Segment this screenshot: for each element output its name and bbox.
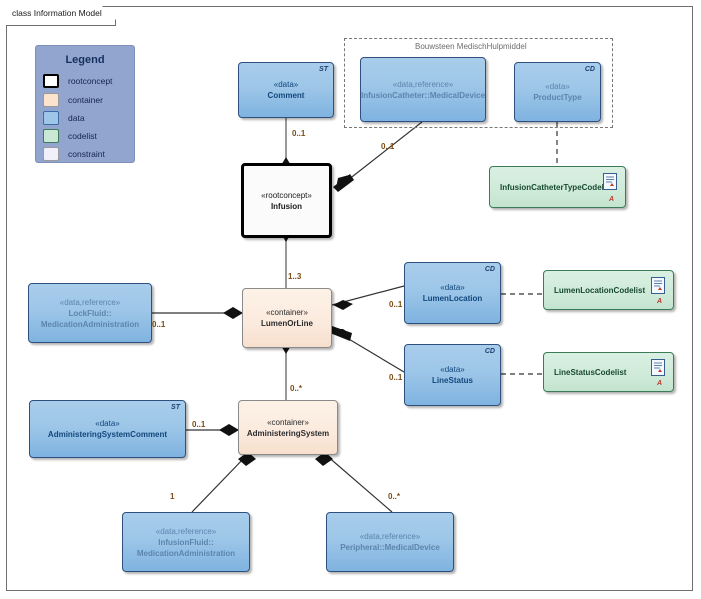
multiplicity-adminsystem-infusionfluid: 1: [170, 492, 175, 501]
multiplicity-lockfluid-lumen: 0..1: [152, 320, 166, 329]
class-peripheral[interactable]: «data,reference» Peripheral::MedicalDevi…: [326, 512, 454, 572]
diagram-title: class Information Model: [12, 8, 102, 18]
codelist-lumen-location-name: LumenLocationCodelist: [554, 285, 646, 295]
class-lock-fluid-stereotype: «data,reference»: [59, 297, 121, 307]
legend-item-container: container: [43, 93, 103, 107]
class-product-type[interactable]: CD «data» ProductType: [514, 62, 601, 122]
class-line-status-stereotype: «data»: [440, 365, 465, 374]
class-administering-system-comment-stereotype: «data»: [95, 419, 120, 428]
legend-label-rootconcept: rootconcept: [68, 76, 113, 86]
document-icon: [651, 277, 665, 294]
class-infusion-fluid[interactable]: «data,reference» InfusionFluid:: Medicat…: [122, 512, 250, 572]
legend-label-data: data: [68, 113, 85, 123]
multiplicity-lumen-location: 0..1: [389, 300, 403, 309]
class-administering-system-comment-name: AdministeringSystemComment: [47, 430, 168, 439]
class-infusion-catheter[interactable]: «data,reference» InfusionCatheter::Medic…: [360, 57, 486, 122]
legend-item-constraint: constraint: [43, 147, 105, 161]
codelist-swatch: [43, 129, 59, 143]
class-infusion-catheter-name: InfusionCatheter::MedicalDevice: [360, 90, 486, 100]
package-group-label: Bouwsteen MedischHulpmiddel: [415, 42, 527, 51]
class-administering-system-stereotype: «container»: [267, 417, 309, 427]
multiplicity-admincomment-adminsystem: 0..1: [192, 420, 206, 429]
class-infusion-name: Infusion: [270, 201, 303, 211]
multiplicity-comment-infusion: 0..1: [292, 129, 306, 138]
class-infusion-fluid-stereotype: «data,reference»: [155, 526, 217, 536]
legend-item-rootconcept: rootconcept: [43, 74, 112, 88]
class-line-status[interactable]: CD «data» LineStatus: [404, 344, 501, 406]
codelist-mark-a: A: [608, 196, 614, 203]
class-comment-name: Comment: [267, 91, 305, 100]
document-icon: [651, 359, 665, 376]
class-lumen-location-name: LumenLocation: [422, 294, 483, 303]
class-product-type-name: ProductType: [533, 93, 582, 102]
class-lumen-or-line-stereotype: «container»: [266, 308, 308, 317]
class-line-status-name: LineStatus: [432, 376, 473, 385]
data-swatch: [43, 111, 59, 125]
class-lumen-location-stereotype: «data»: [440, 283, 465, 292]
container-swatch: [43, 93, 59, 107]
multiplicity-catheter-infusion: 0..1: [381, 142, 395, 151]
class-peripheral-name: Peripheral::MedicalDevice: [340, 543, 440, 552]
class-administering-system-comment[interactable]: ST «data» AdministeringSystemComment: [29, 400, 186, 458]
class-administering-system-name: AdministeringSystem: [246, 428, 330, 438]
class-infusion-stereotype: «rootconcept»: [261, 190, 312, 200]
multiplicity-lumen-status: 0..1: [389, 373, 403, 382]
constraint-swatch: [43, 147, 59, 161]
class-lock-fluid-name-line1: LockFluid::: [68, 308, 112, 318]
package-group-bouwsteen: [344, 38, 613, 128]
legend-label-container: container: [68, 95, 103, 105]
multiplicity-adminsystem-peripheral: 0..*: [388, 492, 401, 501]
class-lock-fluid-name-line2: MedicationAdministration: [40, 319, 140, 329]
corner-marker-cd: CD: [484, 348, 495, 355]
multiplicity-lumen-adminsystem: 0..*: [290, 384, 303, 393]
legend-item-data: data: [43, 111, 85, 125]
class-infusion-fluid-name-line2: MedicationAdministration: [136, 548, 236, 558]
class-lumen-or-line-name: LumenOrLine: [260, 319, 313, 328]
class-infusion[interactable]: «rootconcept» Infusion: [241, 163, 332, 238]
codelist-line-status[interactable]: LineStatusCodelist A: [543, 352, 674, 392]
codelist-mark-a: A: [656, 298, 662, 305]
corner-marker-st: ST: [171, 404, 180, 411]
codelist-infusion-catheter-type[interactable]: InfusionCatheterTypeCodelist A: [489, 166, 626, 208]
codelist-infusion-catheter-type-name: InfusionCatheterTypeCodelist: [500, 182, 614, 192]
class-lumen-location[interactable]: CD «data» LumenLocation: [404, 262, 501, 324]
codelist-lumen-location[interactable]: LumenLocationCodelist A: [543, 270, 674, 310]
legend-title: Legend: [65, 54, 105, 66]
legend-label-constraint: constraint: [68, 149, 105, 159]
diagram-frame: [6, 6, 693, 591]
class-infusion-catheter-stereotype: «data,reference»: [392, 79, 454, 89]
class-infusion-fluid-name-line1: InfusionFluid::: [158, 537, 214, 547]
legend-label-codelist: codelist: [68, 131, 97, 141]
multiplicity-infusion-lumen: 1..3: [288, 272, 302, 281]
class-lock-fluid[interactable]: «data,reference» LockFluid:: MedicationA…: [28, 283, 152, 343]
codelist-mark-a: A: [656, 380, 662, 387]
legend-item-codelist: codelist: [43, 129, 97, 143]
class-product-type-stereotype: «data»: [545, 82, 570, 91]
rootconcept-swatch: [43, 74, 59, 88]
corner-marker-cd: CD: [484, 266, 495, 273]
corner-marker-st: ST: [319, 66, 328, 73]
class-administering-system[interactable]: «container» AdministeringSystem: [238, 400, 338, 455]
class-peripheral-stereotype: «data,reference»: [359, 532, 421, 541]
class-comment-stereotype: «data»: [273, 80, 299, 89]
class-lumen-or-line[interactable]: «container» LumenOrLine: [242, 288, 332, 348]
class-comment[interactable]: ST «data» Comment: [238, 62, 334, 118]
corner-marker-cd: CD: [584, 66, 595, 73]
codelist-line-status-name: LineStatusCodelist: [554, 367, 627, 377]
document-icon: [603, 173, 617, 190]
